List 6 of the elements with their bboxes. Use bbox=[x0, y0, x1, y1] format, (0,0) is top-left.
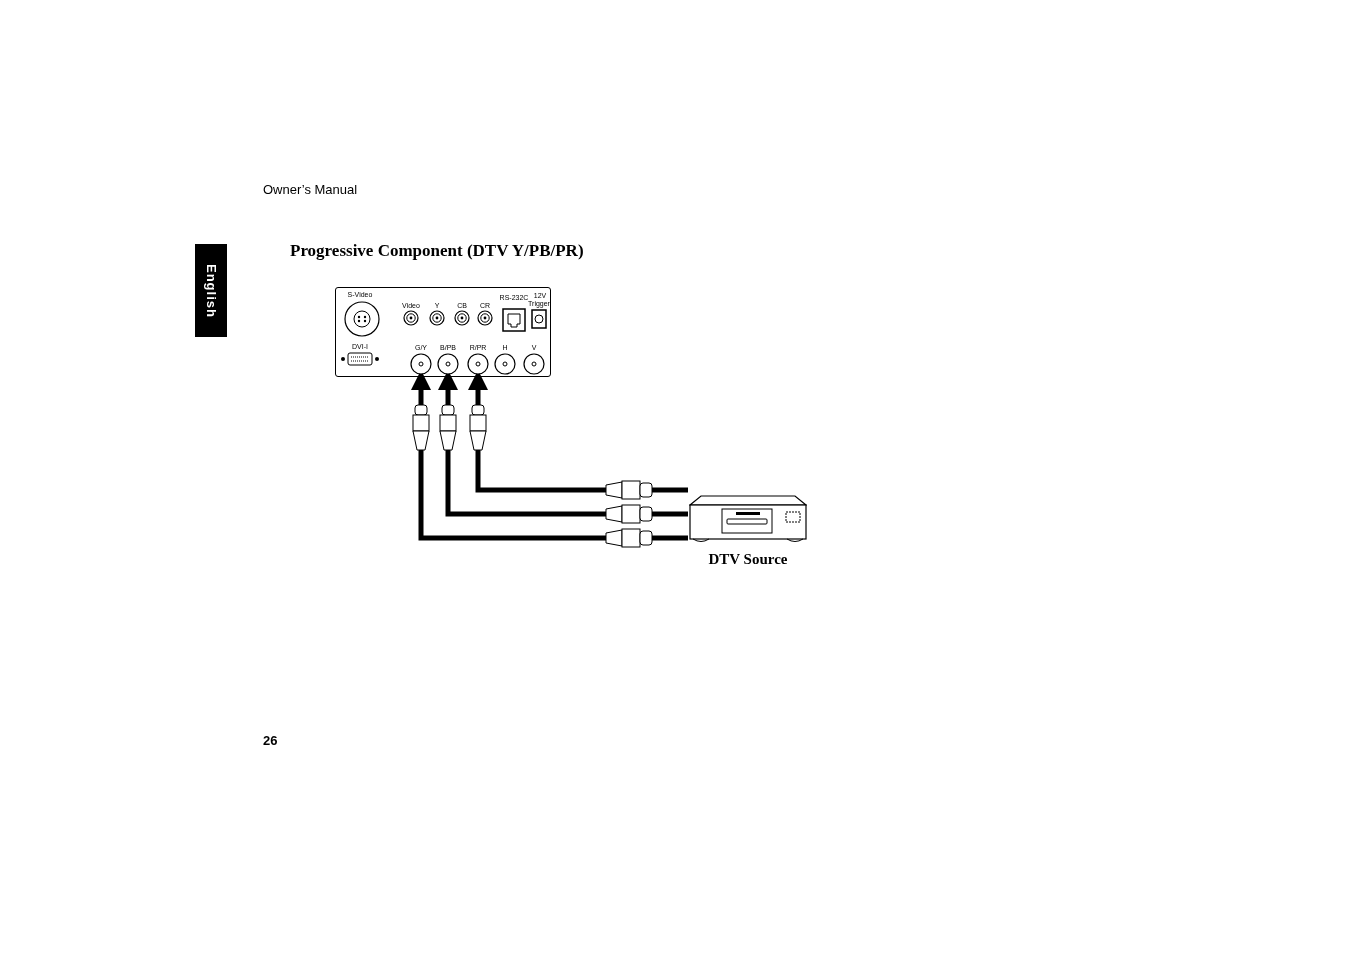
language-tab: English bbox=[195, 244, 227, 337]
connector-panel bbox=[335, 287, 551, 377]
page-number: 26 bbox=[263, 733, 278, 748]
header-text: Owner’s Manual bbox=[263, 182, 358, 197]
title: Progressive Component (DTV Y/PB/PR) bbox=[290, 241, 584, 261]
device-label: DTV Source bbox=[708, 551, 788, 568]
